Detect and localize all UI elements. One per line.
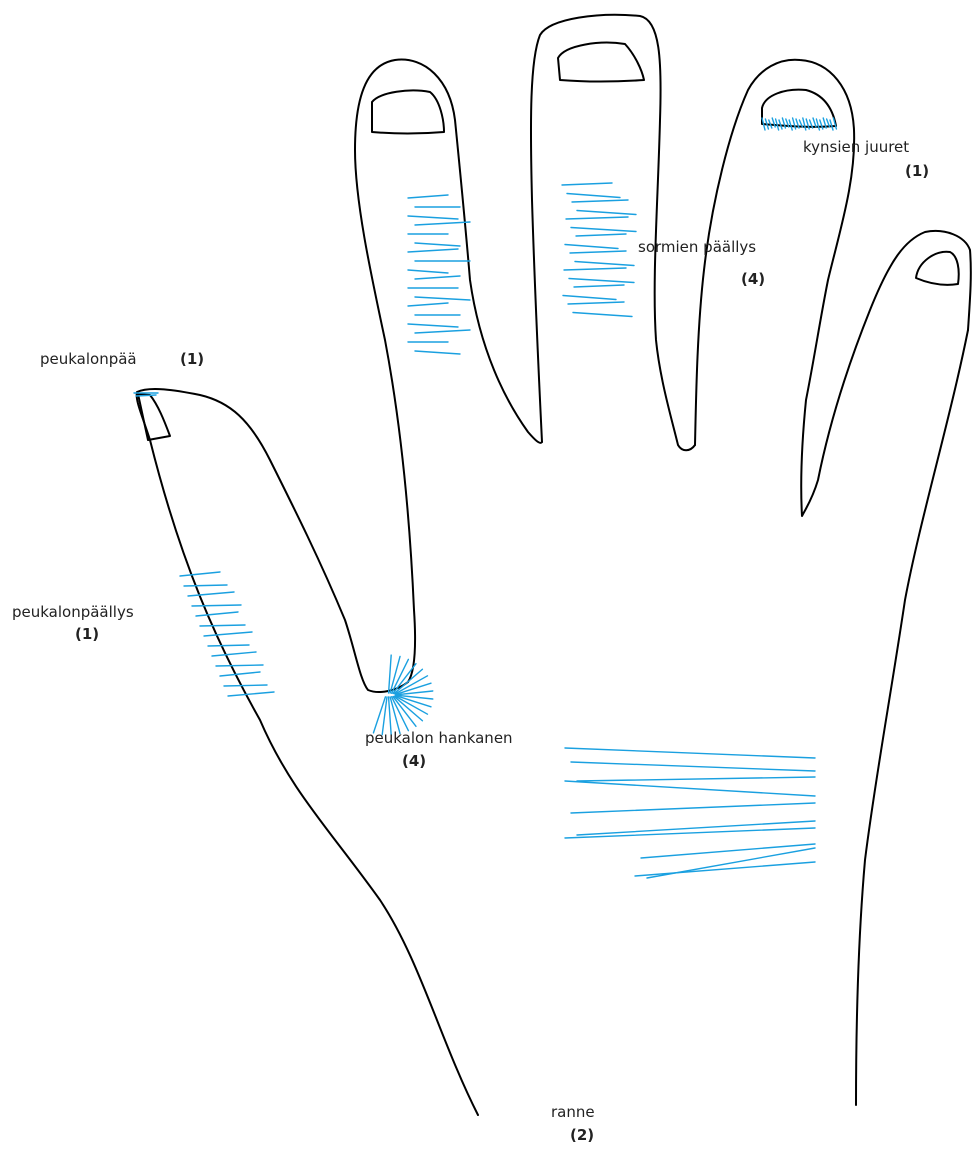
thumb-tip-marking-stroke	[136, 395, 156, 396]
label-thumb-web: peukalon hankanen (4)	[365, 729, 513, 770]
label-wrist-text: ranne	[551, 1103, 595, 1121]
thumb-dorsum-marking-stroke	[212, 652, 256, 656]
label-thumb-tip-count: (1)	[180, 350, 204, 368]
middle-finger-marking-stroke	[567, 194, 620, 198]
middle-finger-marking-stroke	[568, 302, 624, 304]
wrist-marking-stroke	[565, 781, 815, 796]
thumb-dorsum-marking-stroke	[216, 665, 263, 666]
index-finger-marking-stroke	[415, 351, 460, 354]
label-thumb-web-text: peukalon hankanen	[365, 729, 513, 747]
thumb-dorsum-marking	[180, 572, 274, 696]
marking-layer	[134, 118, 836, 878]
middle-finger-marking-stroke	[576, 234, 626, 236]
thumb-dorsum-marking-stroke	[208, 645, 249, 646]
pinky-nail-outline	[916, 252, 959, 285]
label-thumb-dorsum-count: (1)	[75, 625, 99, 643]
label-nail-roots-count: (1)	[905, 162, 929, 180]
thumb-dorsum-marking-stroke	[204, 632, 252, 636]
thumb-web-marking-stroke	[389, 655, 392, 693]
thumb-web-marking	[373, 655, 432, 735]
palm-right-outline	[856, 330, 968, 1105]
thumb-dorsum-marking-stroke	[196, 612, 238, 616]
wrist-marking	[565, 748, 815, 878]
middle-finger-marking-stroke	[564, 268, 626, 270]
nail-root-marking-stroke	[803, 118, 806, 130]
middle-finger-outline	[531, 15, 695, 450]
label-nail-roots: kynsien juuret (1)	[803, 138, 929, 180]
index-finger-marking-stroke	[415, 243, 460, 246]
thumb-dorsum-marking-stroke	[184, 585, 227, 586]
middle-finger-marking-stroke	[577, 211, 636, 215]
thumb-dorsum-marking-stroke	[224, 685, 267, 686]
hand-outline	[137, 15, 971, 1115]
label-thumb-dorsum-text: peukalonpäällys	[12, 603, 134, 621]
nail-root-marking-stroke	[793, 118, 796, 129]
thumb-dorsum-marking-stroke	[220, 672, 260, 676]
middle-finger-marking-stroke	[569, 279, 634, 283]
wrist-marking-stroke	[577, 777, 815, 781]
label-nail-roots-text: kynsien juuret	[803, 138, 909, 156]
thumb-dorsum-marking-stroke	[180, 572, 220, 576]
thumb-dorsum-marking-stroke	[192, 605, 241, 606]
wrist-marking-stroke	[641, 844, 815, 858]
middle-nail-outline	[558, 43, 644, 82]
wrist-marking-stroke	[571, 762, 815, 771]
thumb-dorsum-marking-stroke	[188, 592, 234, 596]
middle-finger-marking-stroke	[574, 285, 624, 287]
middle-finger-marking-stroke	[562, 183, 612, 185]
label-finger-dorsum: sormien päällys (4)	[638, 238, 765, 288]
label-thumb-web-count: (4)	[402, 752, 426, 770]
index-finger-marking-stroke	[408, 249, 458, 252]
nail-root-marking-stroke	[830, 120, 833, 130]
middle-finger-marking-stroke	[565, 245, 618, 249]
nail-root-marking-stroke	[820, 120, 823, 129]
middle-finger-marking-stroke	[570, 251, 626, 253]
thumb-dorsum-marking-stroke	[200, 625, 245, 626]
index-finger-marking-stroke	[408, 195, 448, 198]
middle-finger-marking-stroke	[572, 200, 628, 202]
index-finger-marking-stroke	[415, 276, 460, 279]
middle-finger-marking	[562, 183, 636, 317]
label-finger-dorsum-count: (4)	[741, 270, 765, 288]
thumb-nail-outline	[138, 394, 170, 440]
index-finger-marking-stroke	[408, 324, 458, 327]
index-finger-marking-stroke	[415, 297, 470, 300]
label-wrist-count: (2)	[570, 1126, 594, 1144]
middle-finger-marking-stroke	[566, 217, 628, 219]
wrist-marking-stroke	[565, 748, 815, 758]
middle-finger-marking-stroke	[571, 228, 636, 232]
index-finger-marking-stroke	[408, 216, 458, 219]
wrist-marking-stroke	[571, 803, 815, 813]
index-nail-outline	[372, 90, 444, 133]
nail-root-marking-stroke	[813, 118, 816, 127]
thumb-and-index-outline	[137, 60, 542, 1115]
middle-finger-marking-stroke	[573, 313, 632, 317]
thumb-dorsum-marking-stroke	[228, 692, 274, 696]
middle-finger-marking-stroke	[575, 262, 634, 266]
index-finger-marking-stroke	[415, 222, 470, 225]
label-wrist: ranne (2)	[551, 1103, 595, 1144]
label-finger-dorsum-text: sormien päällys	[638, 238, 756, 256]
label-thumb-tip-text: peukalonpää	[40, 350, 137, 368]
index-finger-marking	[408, 195, 470, 354]
index-finger-marking-stroke	[415, 330, 470, 333]
nail-root-marking-stroke	[816, 119, 819, 130]
index-finger-marking-stroke	[408, 270, 448, 273]
middle-finger-marking-stroke	[563, 296, 616, 300]
index-finger-marking-stroke	[408, 303, 448, 306]
label-thumb-dorsum: peukalonpäällys (1)	[12, 603, 134, 643]
label-thumb-tip: peukalonpää (1)	[40, 350, 204, 368]
